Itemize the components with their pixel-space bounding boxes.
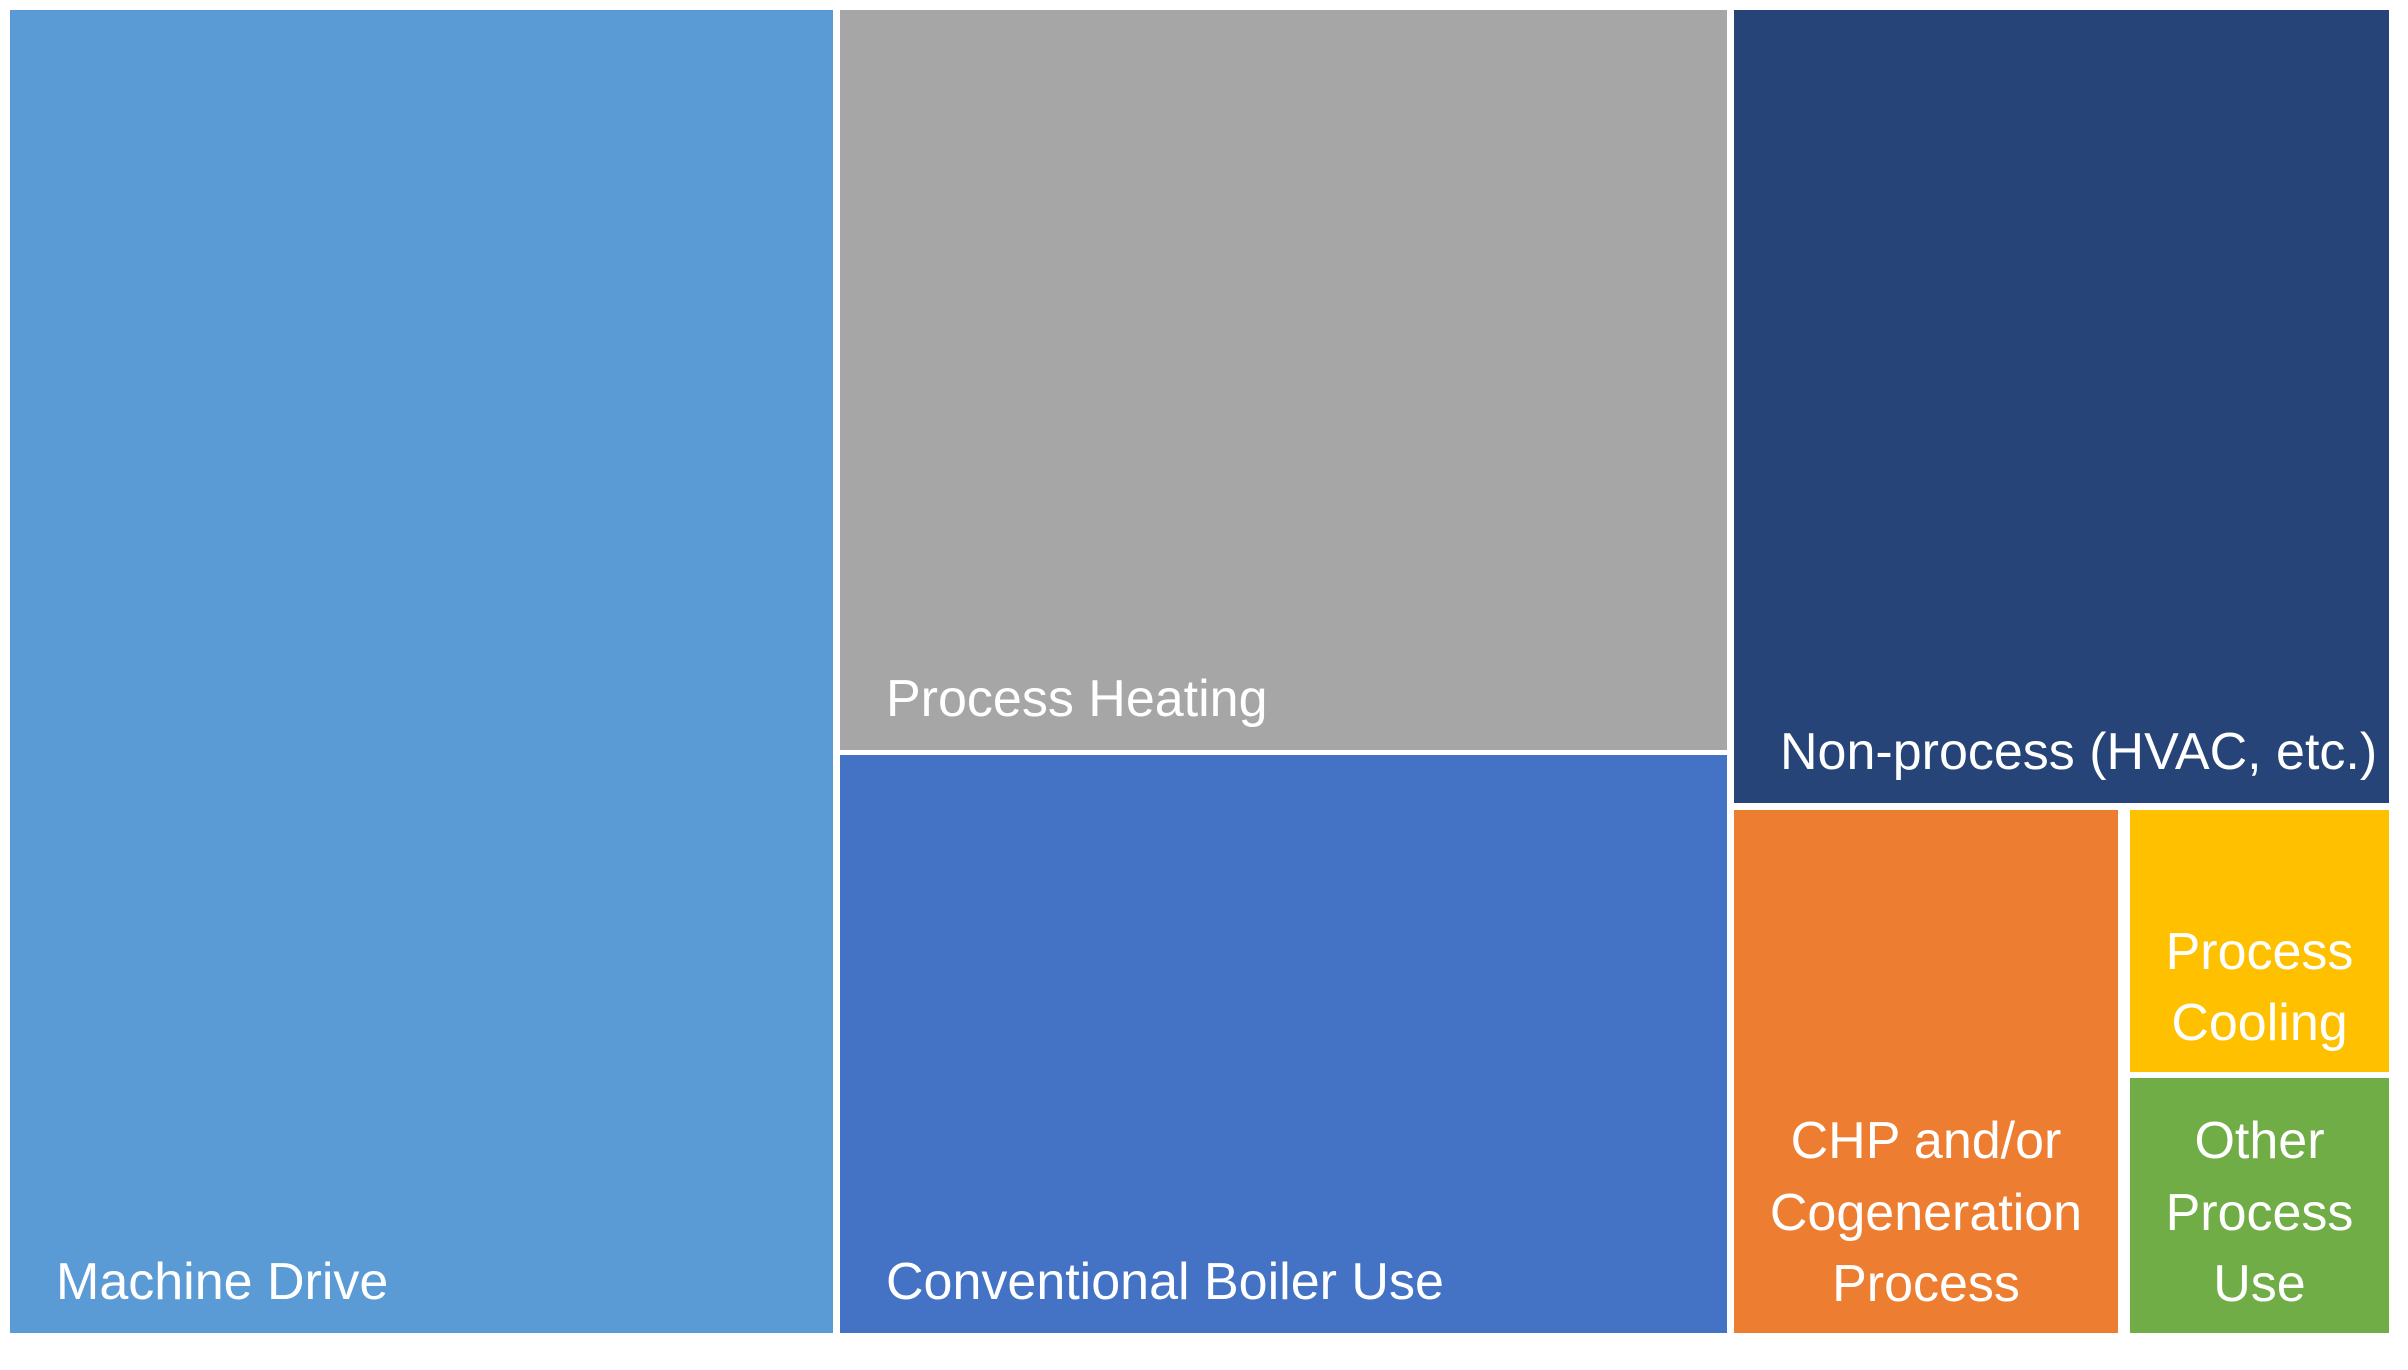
tile-label-process-heating: Process Heating (886, 670, 1268, 729)
tile-label-non-process-hvac: Non-process (HVAC, etc.) (1780, 723, 2378, 782)
treemap-tile-non-process-hvac: Non-process (HVAC, etc.) (1734, 10, 2389, 803)
treemap-tile-machine-drive: Machine Drive (10, 10, 833, 1333)
tile-label-machine-drive: Machine Drive (56, 1253, 389, 1312)
tile-label-conventional-boiler-use: Conventional Boiler Use (886, 1253, 1444, 1312)
treemap-tile-conventional-boiler-use: Conventional Boiler Use (840, 755, 1727, 1333)
treemap-tile-process-heating: Process Heating (840, 10, 1727, 750)
